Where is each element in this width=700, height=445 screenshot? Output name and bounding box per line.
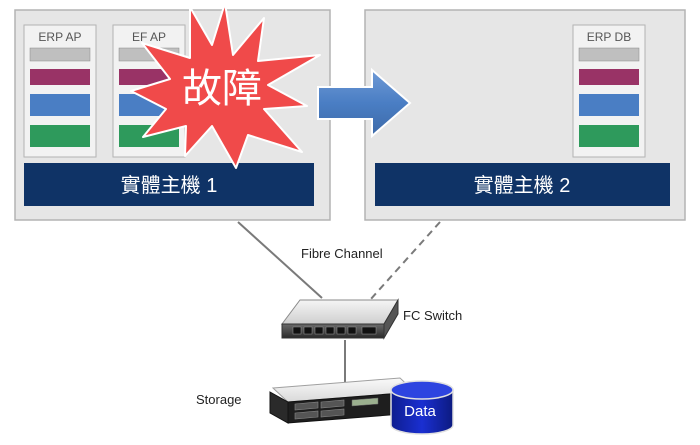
host2-title: 實體主機 2 <box>474 174 571 197</box>
erp-db-label: ERP DB <box>587 30 631 44</box>
failover-arrow <box>317 67 412 139</box>
layer-blue <box>579 94 639 116</box>
fc-switch-icon <box>281 298 399 340</box>
fibre-channel-label: Fibre Channel <box>301 246 383 261</box>
fault-label: 故障 <box>182 67 262 111</box>
host2-bar <box>375 163 670 206</box>
switch-ports <box>292 326 377 335</box>
host2-panel: ERP DB 實體主機 2 <box>364 9 686 221</box>
host1-bar <box>24 163 314 206</box>
data-cylinder-icon: Data <box>390 380 454 435</box>
drive-bays <box>294 399 345 420</box>
erp-db-box: ERP DB <box>572 24 646 158</box>
ef-ap-label: EF AP <box>132 30 166 44</box>
storage-label: Storage <box>196 392 242 407</box>
host1-panel: ERP AP EF AP 實體主機 1 <box>14 9 331 221</box>
layer-purple <box>579 69 639 85</box>
lcd-panel <box>351 397 379 407</box>
layer-purple <box>30 69 90 85</box>
host1-title: 實體主機 1 <box>121 174 218 197</box>
host1-fc-link <box>237 221 323 299</box>
host2-fc-link-standby <box>369 221 441 301</box>
data-label: Data <box>404 403 436 420</box>
fault-burst: 故障 <box>130 2 321 169</box>
layer-gray <box>29 47 91 62</box>
layer-green <box>579 125 639 147</box>
erp-ap-label: ERP AP <box>38 30 81 44</box>
erp-ap-box: ERP AP <box>23 24 97 158</box>
storage-server-icon <box>269 377 417 424</box>
fc-switch-label: FC Switch <box>403 308 462 323</box>
layer-gray <box>578 47 640 62</box>
layer-blue <box>30 94 90 116</box>
layer-green <box>30 125 90 147</box>
